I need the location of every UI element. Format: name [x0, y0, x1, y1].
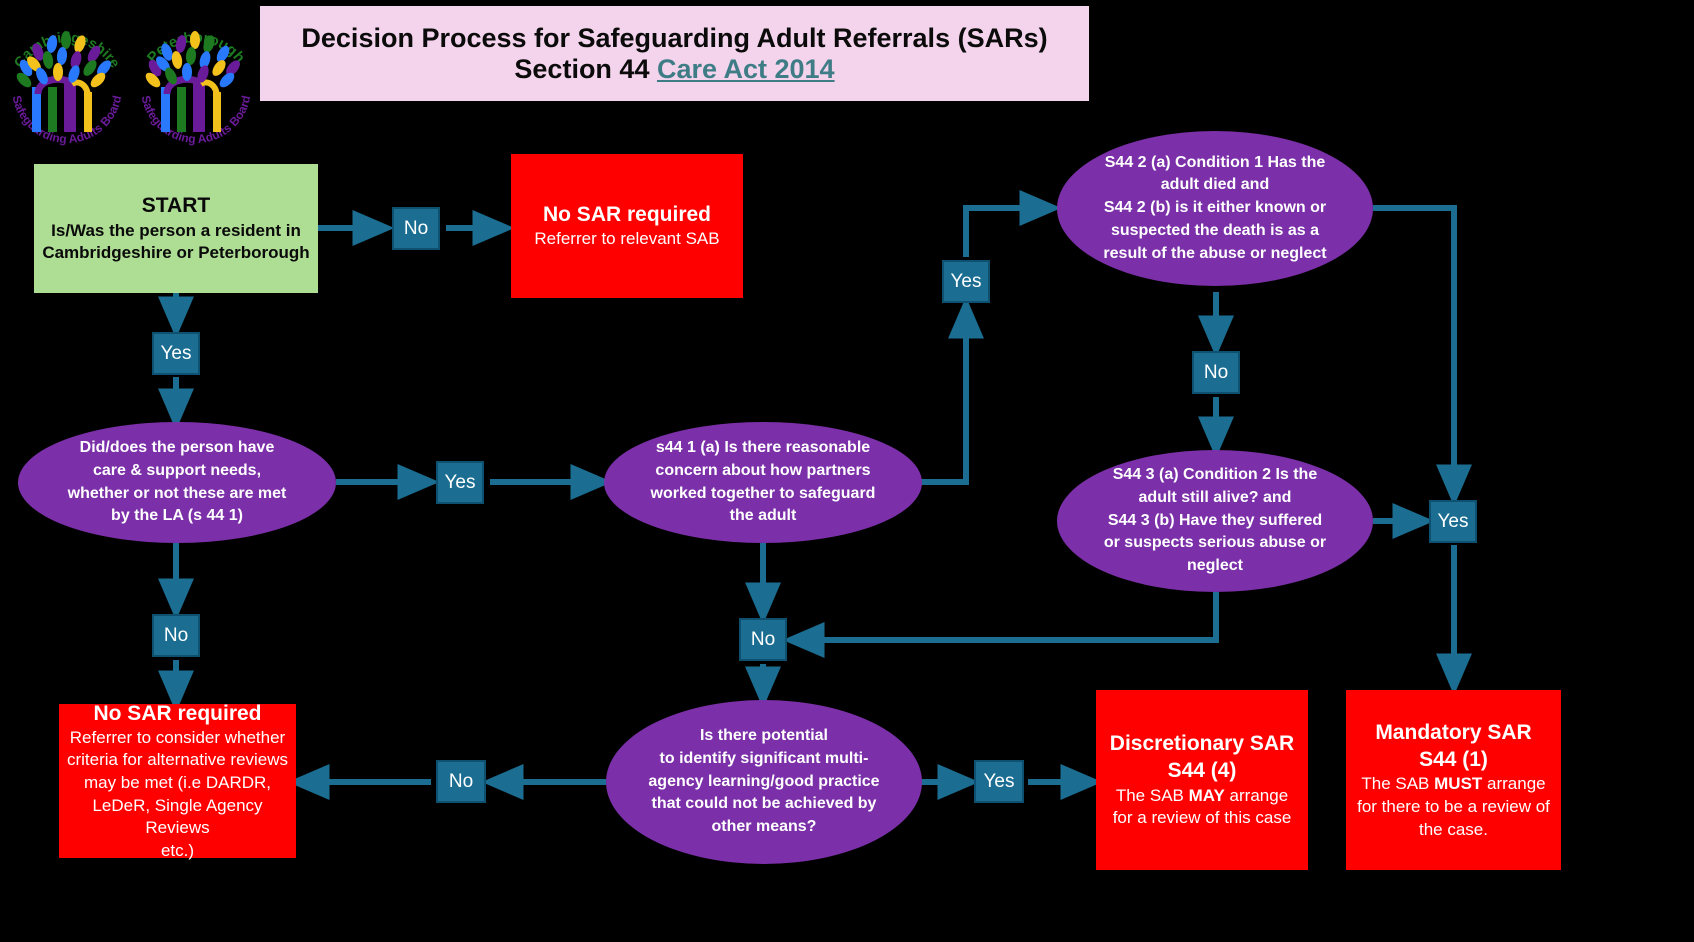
learning-line-5: other means? — [711, 818, 817, 836]
care-act-link[interactable]: Care Act 2014 — [656, 53, 835, 84]
mandatory-body-bold: MUST — [1434, 774, 1483, 794]
label-s44-2-yes[interactable]: Yes — [1429, 500, 1477, 543]
label-care-needs-no-text: No — [163, 624, 189, 646]
s44-3-line-2: adult still alive? and — [1138, 488, 1292, 506]
label-start-yes[interactable]: Yes — [152, 332, 200, 375]
s44-2-line-1: S44 2 (a) Condition 1 Has the — [1104, 153, 1326, 171]
label-care-needs-yes[interactable]: Yes — [436, 461, 484, 504]
discretionary-heading-1: Discretionary SAR — [1109, 732, 1295, 756]
care-needs-line-4: by the LA (s 44 1) — [111, 507, 243, 525]
learning-line-4: that could not be achieved by — [651, 795, 877, 813]
node-mandatory-sar[interactable]: Mandatory SAR S44 (1) The SAB MUST arran… — [1346, 690, 1561, 870]
s44-2-line-4: suspected the death is as a — [1110, 221, 1320, 239]
care-needs-line-3: whether or not these are met — [67, 484, 287, 502]
care-needs-line-1: Did/does the person have — [79, 439, 275, 457]
discretionary-heading-2: S44 (4) — [1167, 759, 1237, 783]
mandatory-heading-1: Mandatory SAR — [1375, 720, 1532, 744]
s44-3-line-5: neglect — [1186, 557, 1243, 575]
node-s44-3-condition-2[interactable]: S44 3 (a) Condition 2 Is the adult still… — [1057, 450, 1373, 592]
node-care-and-support-needs[interactable]: Did/does the person have care & support … — [18, 422, 336, 543]
s44-3-line-1: S44 3 (a) Condition 2 Is the — [1112, 466, 1318, 484]
learning-line-1: Is there potential — [699, 727, 828, 745]
start-line-2: Cambridgeshire or Peterborough — [42, 243, 310, 263]
label-s44-2-no-text: No — [1203, 361, 1229, 383]
title-line-1: Decision Process for Safeguarding Adult … — [301, 22, 1048, 53]
s44-1a-line-2: concern about how partners — [655, 461, 871, 479]
label-start-no[interactable]: No — [392, 207, 440, 250]
wire-s443-to-no-left — [782, 592, 1219, 658]
label-care-needs-no[interactable]: No — [152, 614, 200, 657]
no-sar-bottom-line-3: may be met (i.e DARDR, — [83, 773, 272, 793]
peterborough-safeguarding-adults-board-logo: Peterborough Safeguarding Adults Board — [131, 2, 261, 167]
care-needs-line-2: care & support needs, — [92, 461, 262, 479]
label-start-yes-text: Yes — [160, 342, 192, 364]
discretionary-body-pre: The SAB — [1115, 785, 1189, 805]
no-sar-bottom-heading: No SAR required — [93, 701, 262, 725]
label-s44-1a-no[interactable]: No — [739, 618, 787, 661]
label-learning-yes[interactable]: Yes — [974, 760, 1024, 803]
node-s44-1a-reasonable-concern[interactable]: s44 1 (a) Is there reasonable concern ab… — [604, 422, 922, 543]
s44-1a-line-1: s44 1 (a) Is there reasonable — [655, 439, 871, 457]
node-multi-agency-learning[interactable]: Is there potential to identify significa… — [606, 700, 922, 864]
label-s44-2-yes-text: Yes — [1437, 510, 1469, 532]
no-sar-bottom-line-1: Referrer to consider whether — [69, 727, 286, 747]
label-s44-1a-yes-text: Yes — [950, 270, 982, 292]
wire-s441a-to-yes-up — [921, 296, 984, 485]
no-sar-bottom-line-4: LeDeR, Single Agency Reviews — [92, 795, 263, 838]
label-care-needs-yes-text: Yes — [444, 471, 476, 493]
label-s44-1a-no-text: No — [750, 628, 776, 650]
no-sar-bottom-line-5: etc.) — [160, 840, 195, 860]
cambridgeshire-safeguarding-adults-board-logo: Cambridgeshire Safeguarding Adults Board — [2, 2, 132, 167]
wire-yes-to-s442 — [963, 190, 1062, 257]
no-sar-top-heading: No SAR required — [542, 203, 712, 227]
node-no-sar-required-top[interactable]: No SAR required Referrer to relevant SAB — [511, 154, 743, 298]
node-s44-2-condition-1[interactable]: S44 2 (a) Condition 1 Has the adult died… — [1057, 131, 1373, 286]
discretionary-body-post: arrange for a review of this case — [1112, 785, 1292, 828]
discretionary-body-bold: MAY — [1188, 785, 1225, 805]
s44-3-line-3: S44 3 (b) Have they suffered — [1107, 511, 1323, 529]
learning-line-2: to identify significant multi- — [659, 749, 869, 767]
node-start[interactable]: START Is/Was the person a resident in Ca… — [34, 164, 318, 293]
node-discretionary-sar[interactable]: Discretionary SAR S44 (4) The SAB MAY ar… — [1096, 690, 1308, 870]
discretionary-body: The SAB MAY arrange for a review of this… — [1096, 785, 1308, 830]
no-sar-top-line-1: Referrer to relevant SAB — [534, 229, 720, 249]
label-s44-1a-yes[interactable]: Yes — [942, 260, 990, 303]
no-sar-bottom-line-2: criteria for alternative reviews — [66, 750, 289, 770]
start-line-1: Is/Was the person a resident in — [51, 220, 301, 240]
s44-2-line-3: S44 2 (b) is it either known or — [1103, 199, 1327, 217]
label-learning-no[interactable]: No — [436, 760, 486, 803]
label-start-no-text: No — [403, 217, 429, 239]
start-heading: START — [141, 194, 211, 218]
title-line-2-prefix: Section 44 — [514, 53, 657, 84]
label-learning-no-text: No — [448, 770, 474, 792]
title-line-2: Section 44 Care Act 2014 — [514, 54, 834, 85]
s44-2-line-5: result of the abuse or neglect — [1103, 244, 1327, 262]
s44-3-line-4: or suspects serious abuse or — [1103, 534, 1327, 552]
mandatory-body-pre: The SAB — [1361, 774, 1435, 794]
s44-1a-line-4: the adult — [729, 507, 797, 525]
s44-1a-line-3: worked together to safeguard — [650, 484, 876, 502]
mandatory-body: The SAB MUST arrange for there to be a r… — [1346, 773, 1561, 841]
label-s44-2-no[interactable]: No — [1192, 351, 1240, 394]
mandatory-body-post: arrange for there to be a review of the … — [1357, 774, 1550, 839]
s44-2-line-2: adult died and — [1160, 176, 1270, 194]
wire-s442-to-yes-right — [1373, 205, 1472, 507]
learning-line-3: agency learning/good practice — [648, 772, 880, 790]
node-no-sar-required-bottom[interactable]: No SAR required Referrer to consider whe… — [59, 702, 296, 860]
mandatory-heading-2: S44 (1) — [1419, 748, 1488, 772]
label-learning-yes-text: Yes — [983, 770, 1015, 792]
page-title: Decision Process for Safeguarding Adult … — [260, 6, 1089, 101]
